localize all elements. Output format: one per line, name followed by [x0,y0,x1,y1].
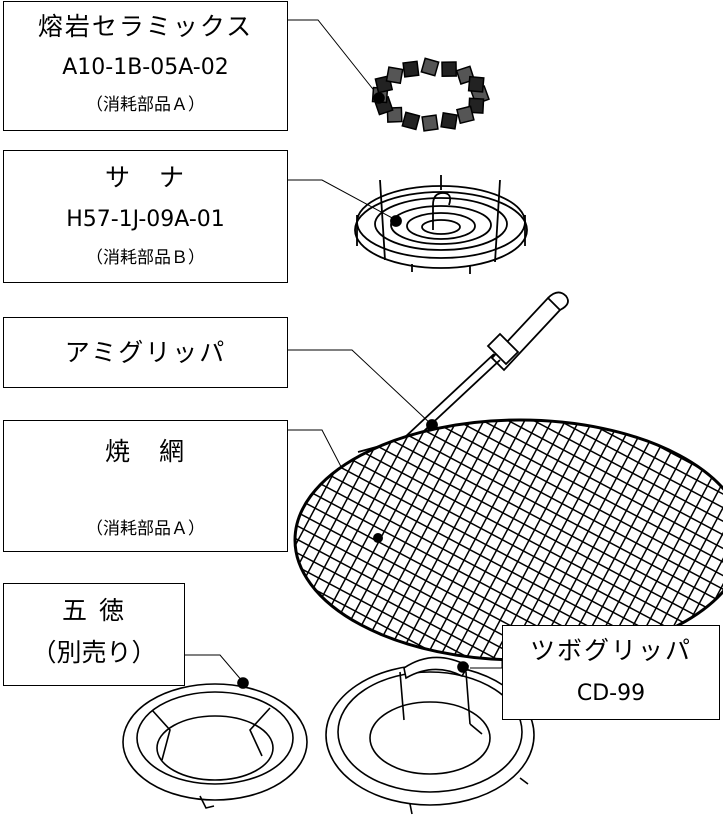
net-note: （消耗部品Ａ） [86,519,205,539]
sana-title: サ ナ [104,163,186,192]
label-gotoku: 五 徳 （別売り） [3,583,185,686]
net-title: 焼 網 [104,437,186,466]
gotoku-title: 五 徳 [62,596,126,625]
label-sana: サ ナ H57-1J-09A-01 （消耗部品Ｂ） [3,150,288,283]
lava-code: A10-1B-05A-02 [62,55,229,80]
lava-title: 熔岩セラミックス [37,12,254,41]
label-ami-gripper: アミグリッパ [3,317,288,388]
leader-lava [288,19,381,99]
leader-gotoku [185,654,244,683]
grill-net-illustration [293,418,723,662]
gotoku-illustration [122,677,308,809]
sana-note: （消耗部品Ｂ） [86,248,205,268]
sana-code: H57-1J-09A-01 [66,207,225,232]
net-callout-dot [373,533,383,543]
gotoku-note: （別売り） [31,638,157,667]
lava-cube [402,60,420,78]
leader-ami [288,349,433,426]
label-grill-net: 焼 網 （消耗部品Ａ） [3,420,288,552]
tsubo-callout-dot [457,661,469,673]
lava-cube [421,114,439,132]
lava-cube [468,97,485,114]
ami-title: アミグリッパ [64,338,227,367]
lava-cube [420,57,440,77]
lava-ceramics-illustration [371,57,490,132]
lava-cube [401,111,421,131]
lava-cube [440,112,458,130]
lava-cube [441,61,457,77]
lava-note: （消耗部品Ａ） [86,95,205,115]
lava-callout-dot [373,92,385,104]
tsubo-gripper-illustration [325,656,535,815]
lava-cube [467,75,485,93]
sana-callout-dot [390,215,402,227]
tsubo-code: CD-99 [576,681,646,706]
label-lava-ceramics: 熔岩セラミックス A10-1B-05A-02 （消耗部品Ａ） [3,1,288,131]
gotoku-callout-dot [237,677,249,689]
lava-cube [385,66,404,85]
lava-cube [456,105,475,125]
tsubo-title: ツボグリッパ [529,636,692,665]
sana-illustration [354,175,528,274]
label-tsubo-gripper: ツボグリッパ CD-99 [502,625,720,720]
